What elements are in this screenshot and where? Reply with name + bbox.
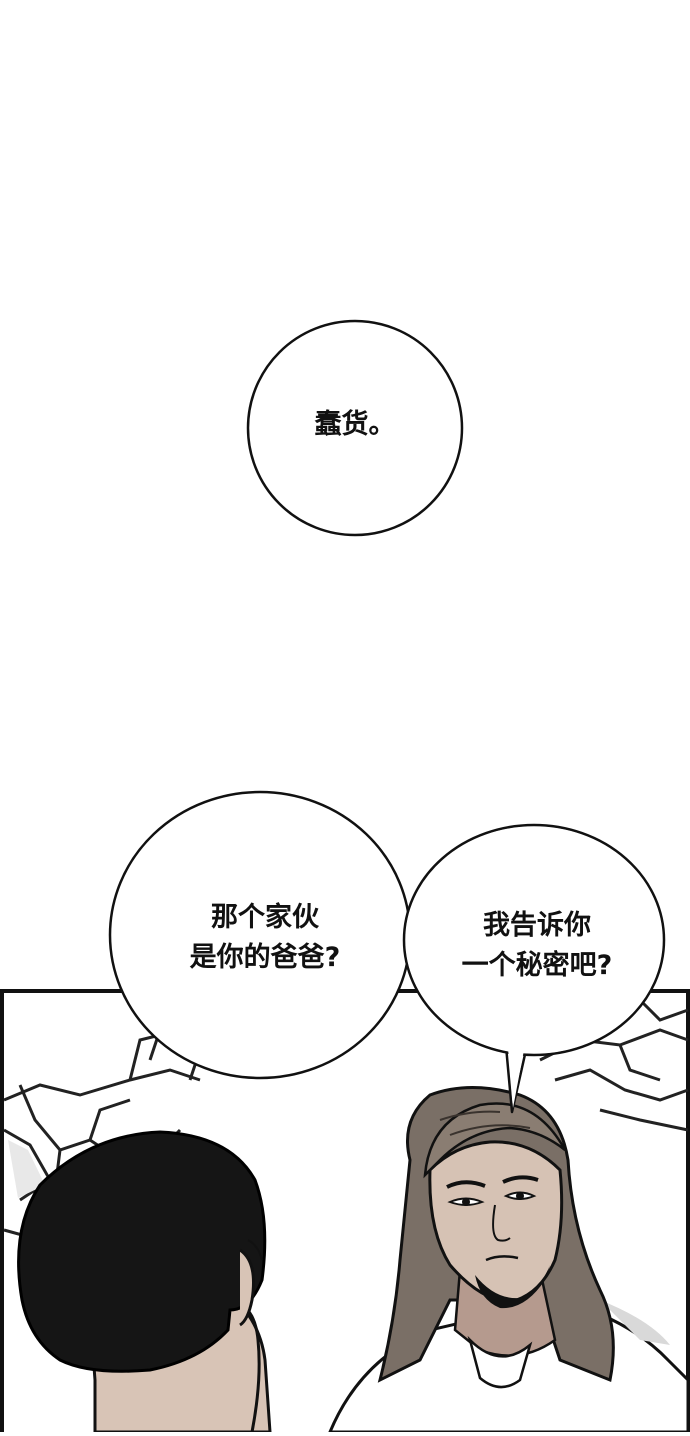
long-haired-man [327,1086,690,1434]
speech-bubble-top [246,319,464,537]
bubble-left-line-2: 是你的爸爸? [189,942,341,973]
bubble-left-line-1: 那个家伙 [211,902,319,933]
bubble-top-text: 蠢货。 [275,405,435,445]
bubble-right-line-2: 一个秘密吧? [461,950,613,981]
bubble-right-line-1: 我告诉你 [483,910,591,941]
bubble-top-line-1: 蠢货。 [314,409,396,440]
bubble-right-text: 我告诉你 一个秘密吧? [432,906,642,986]
comic-panel [0,989,690,1436]
speech-bubble-pair [108,790,666,1114]
bubble-left-text: 那个家伙 是你的爸爸? [160,898,370,978]
boy-character [17,1130,272,1434]
